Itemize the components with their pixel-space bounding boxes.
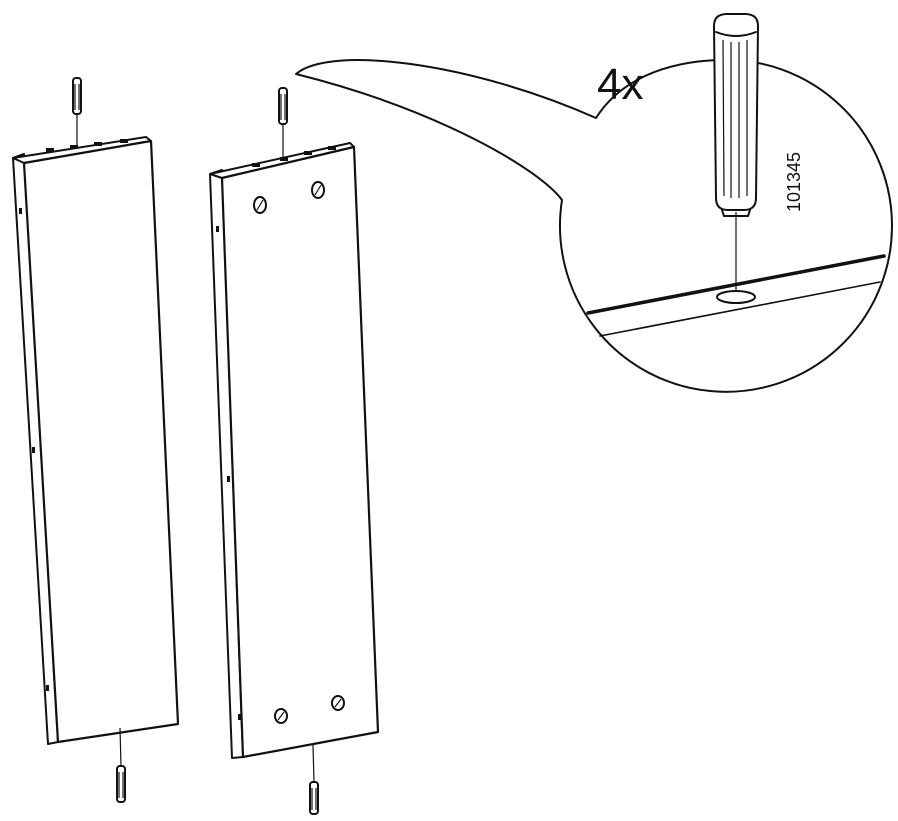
dowel-hole [716,290,756,304]
quantity-label: 4x [597,60,643,109]
cam-hole-top-left [253,196,267,214]
right-panel [209,87,380,815]
left-panel [12,77,180,803]
left-panel-face [22,139,180,744]
right-panel-face [220,145,380,759]
dowel-right-bottom [309,744,319,815]
cam-hole-top-right [311,181,325,199]
dowel-left-top [72,77,82,146]
dowel-closeup [713,13,759,292]
detail-callout [295,58,893,393]
part-number: 101345 [784,152,804,212]
cam-hole-bottom-left [274,708,288,724]
cam-hole-bottom-right [331,695,345,711]
dowel-right-top [278,87,288,160]
dowel-left-bottom [116,727,126,803]
